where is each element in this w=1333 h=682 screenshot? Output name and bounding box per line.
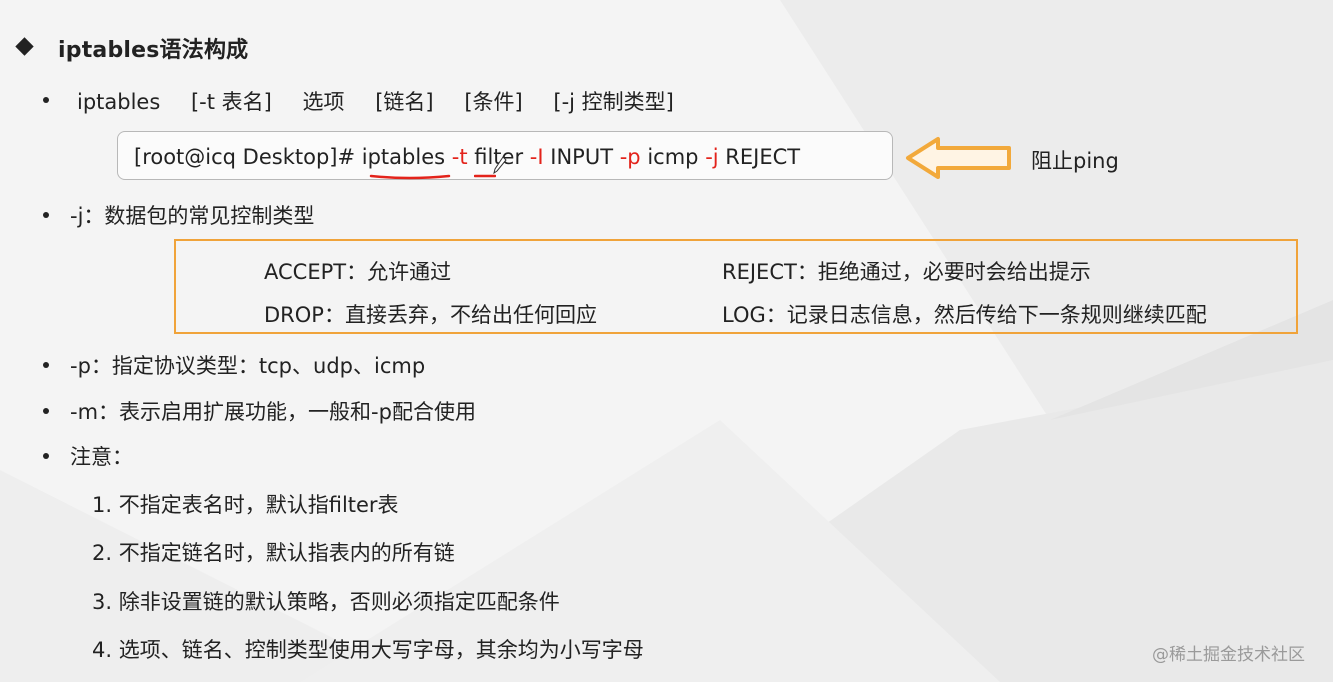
bullet-icon	[43, 362, 49, 368]
command-target: REJECT	[725, 145, 801, 169]
command-box	[117, 131, 893, 180]
arrow-label: 阻止ping	[1031, 149, 1119, 173]
command-name: iptables	[361, 145, 446, 169]
syntax-part: [链名]	[375, 90, 434, 114]
j-description: -j：数据包的常见控制类型	[70, 204, 315, 228]
red-underline-mark	[474, 174, 496, 178]
command-text: [root@icq Desktop]# iptables -t filter -…	[134, 145, 800, 169]
command-i-flag: -I	[529, 145, 544, 169]
title-diamond-icon	[15, 37, 34, 56]
m-description: -m：表示启用扩展功能，一般和-p配合使用	[70, 400, 476, 424]
bullet-icon	[43, 97, 49, 103]
type-reject: REJECT：拒绝通过，必要时会给出提示	[722, 260, 1091, 284]
type-log: LOG：记录日志信息，然后传给下一条规则继续匹配	[722, 303, 1207, 327]
note-item: 1. 不指定表名时，默认指filter表	[92, 493, 399, 517]
note-item: 4. 选项、链名、控制类型使用大写字母，其余均为小写字母	[92, 638, 644, 662]
syntax-part: [条件]	[464, 90, 523, 114]
syntax-part: [-t 表名]	[190, 90, 272, 114]
type-accept: ACCEPT：允许通过	[264, 260, 452, 284]
syntax-part: [-j 控制类型]	[553, 90, 674, 114]
page-title: iptables语法构成	[58, 38, 249, 63]
note-item: 3. 除非设置链的默认策略，否则必须指定匹配条件	[92, 590, 560, 614]
command-prompt: [root@icq Desktop]#	[134, 145, 356, 169]
command-chain: INPUT	[550, 145, 614, 169]
type-drop: DROP：直接丢弃，不给出任何回应	[264, 303, 597, 327]
syntax-part: iptables	[77, 90, 161, 114]
p-description: -p：指定协议类型：tcp、udp、icmp	[70, 354, 426, 378]
note-label: 注意：	[70, 445, 133, 469]
left-arrow-icon	[906, 137, 1011, 179]
syntax-line: iptables [-t 表名] 选项 [链名] [条件] [-j 控制类型]	[77, 86, 674, 116]
syntax-part: 选项	[302, 90, 345, 114]
bullet-icon	[43, 453, 49, 459]
red-underline-mark	[369, 174, 451, 180]
watermark: @稀土掘金技术社区	[1152, 645, 1305, 665]
bullet-icon	[43, 212, 49, 218]
bullet-icon	[43, 408, 49, 414]
command-protocol: icmp	[647, 145, 699, 169]
note-item: 2. 不指定链名时，默认指表内的所有链	[92, 541, 455, 565]
command-p-flag: -p	[619, 145, 641, 169]
command-t-flag: -t	[451, 145, 468, 169]
control-types-box	[174, 239, 1298, 334]
command-j-flag: -j	[705, 145, 719, 169]
pen-cursor-icon	[493, 156, 507, 174]
